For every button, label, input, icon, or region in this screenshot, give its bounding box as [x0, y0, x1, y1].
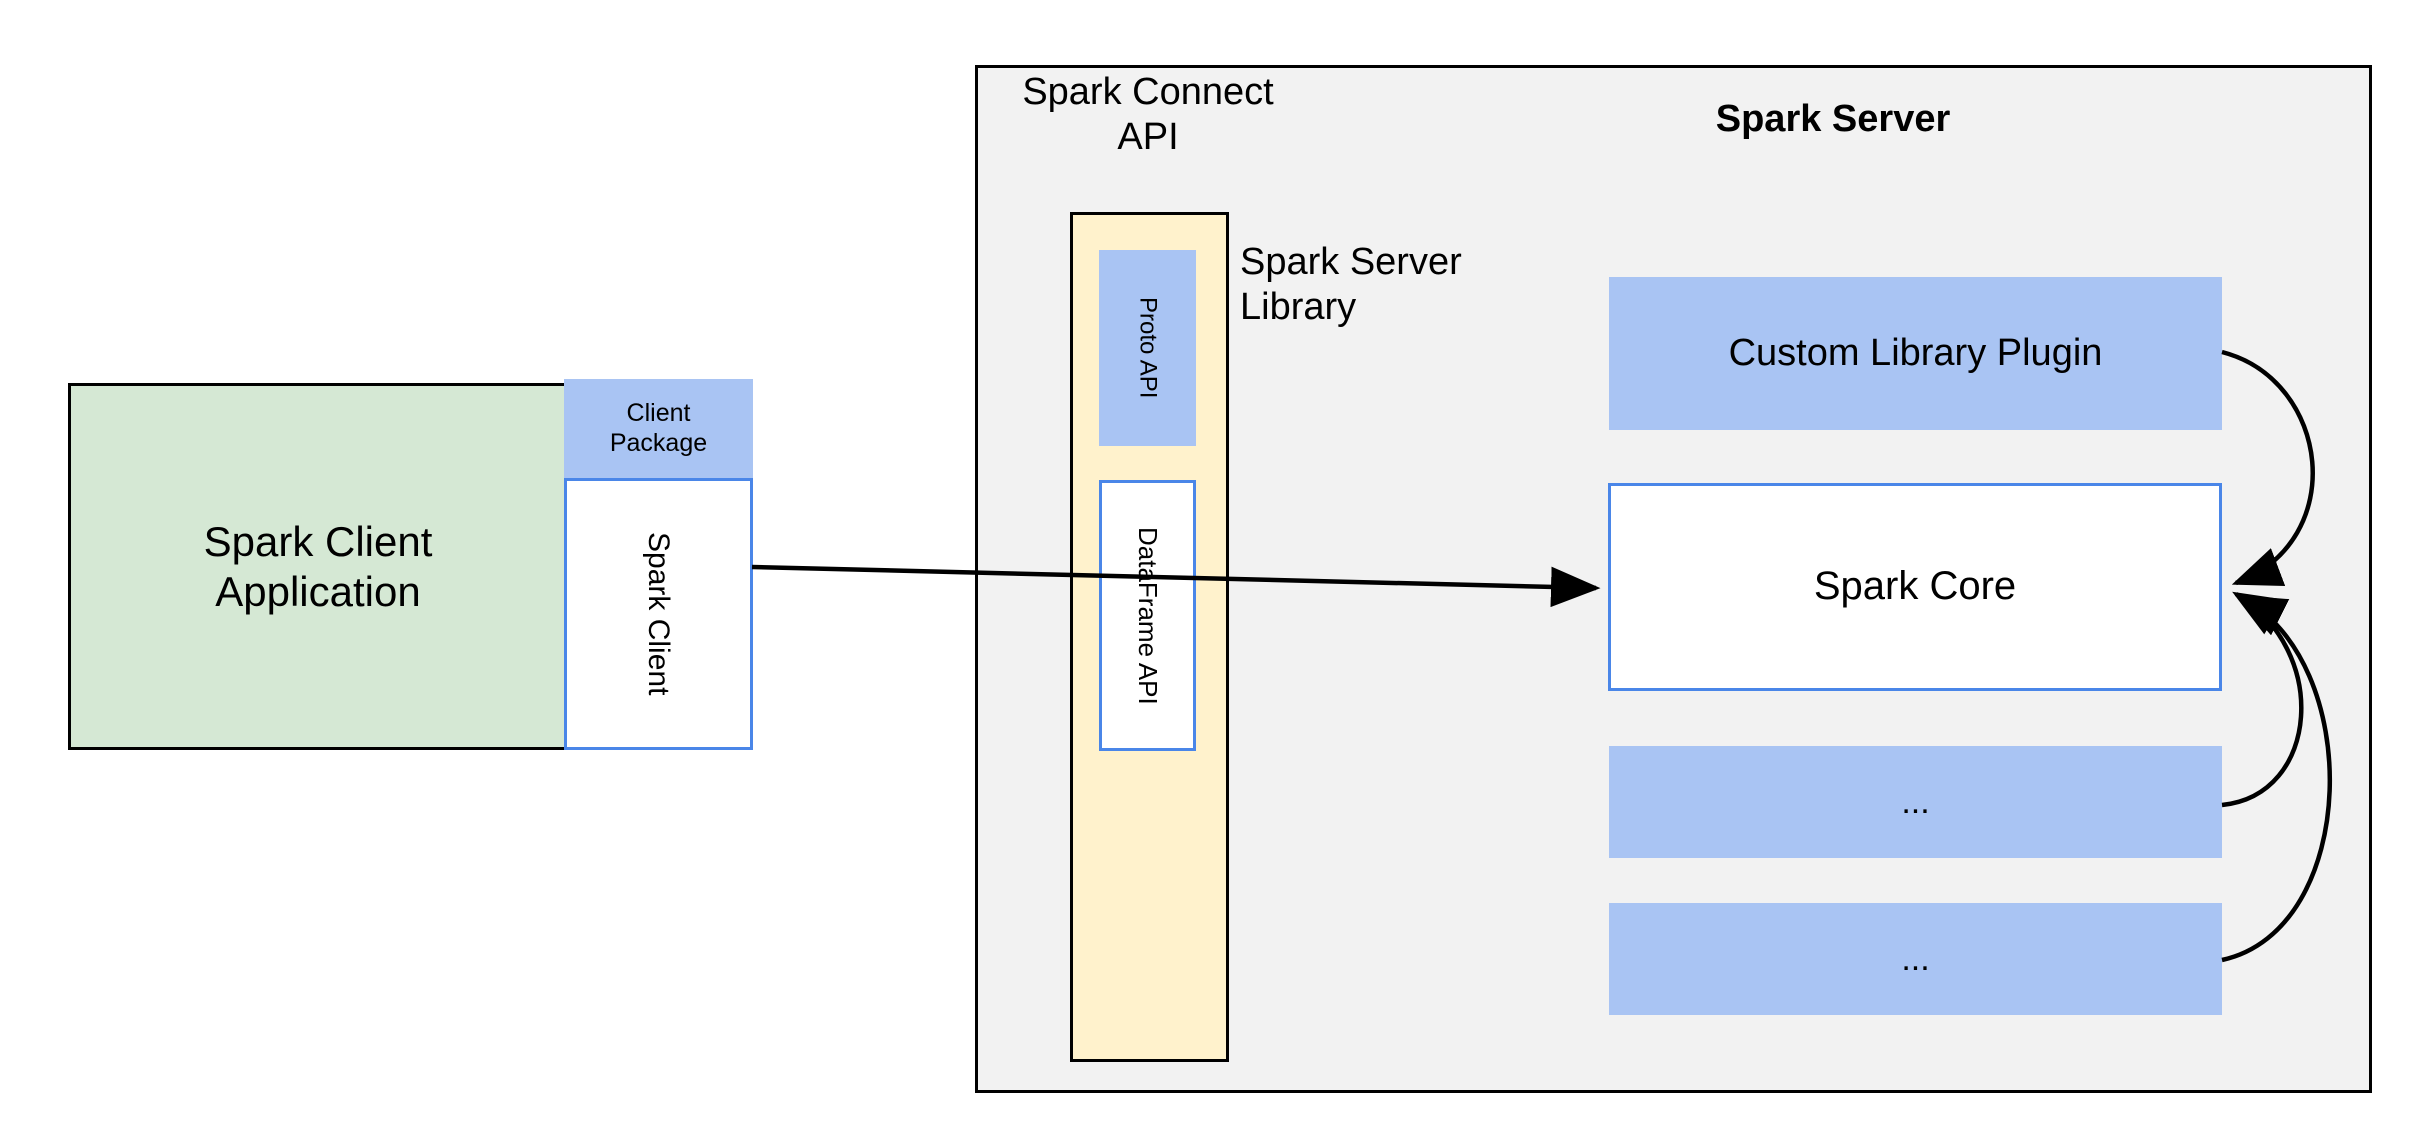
custom-library-plugin-label: Custom Library Plugin	[1728, 332, 2103, 375]
client-package-label: Client Package	[610, 399, 707, 458]
spark-connect-api-label-line1: Spark Connect	[1022, 71, 1274, 113]
client-package-line1: Client	[626, 399, 691, 427]
spark-client-label: Spark Client	[642, 532, 676, 696]
spark-core-box[interactable]: Spark Core	[1608, 483, 2222, 691]
dataframe-api-box[interactable]: DataFrame API	[1099, 480, 1196, 751]
proto-api-box[interactable]: Proto API	[1099, 250, 1196, 446]
spark-client-application-line1: Spark Client	[203, 517, 433, 565]
proto-api-label: Proto API	[1134, 297, 1162, 399]
client-package-box[interactable]: Client Package	[564, 379, 753, 478]
spark-connect-api-label-line2: API	[1117, 115, 1179, 158]
spark-server-library-label-line2: Library	[1240, 285, 1357, 328]
spark-client-box[interactable]: Spark Client	[564, 478, 753, 750]
spark-server-title: Spark Server	[1715, 97, 1951, 140]
ellipsis-box-one[interactable]: ...	[1609, 746, 2222, 858]
spark-server-library-label: Spark Server Library	[1240, 240, 1540, 336]
spark-core-label: Spark Core	[1813, 564, 2017, 609]
spark-server-library-label-line1: Spark Server	[1240, 241, 1462, 283]
spark-client-application-line2: Application	[215, 567, 421, 615]
ellipsis-one-label: ...	[1901, 782, 1930, 821]
dataframe-api-label: DataFrame API	[1132, 526, 1163, 705]
ellipsis-box-two[interactable]: ...	[1609, 903, 2222, 1015]
spark-client-application-box[interactable]: Spark Client Application	[68, 383, 568, 750]
spark-connect-api-label: Spark Connect API	[1003, 70, 1293, 166]
spark-client-application-label: Spark Client Application	[204, 517, 433, 616]
client-package-line2: Package	[609, 428, 708, 457]
ellipsis-two-label: ...	[1901, 939, 1930, 978]
custom-library-plugin-box[interactable]: Custom Library Plugin	[1609, 277, 2222, 430]
